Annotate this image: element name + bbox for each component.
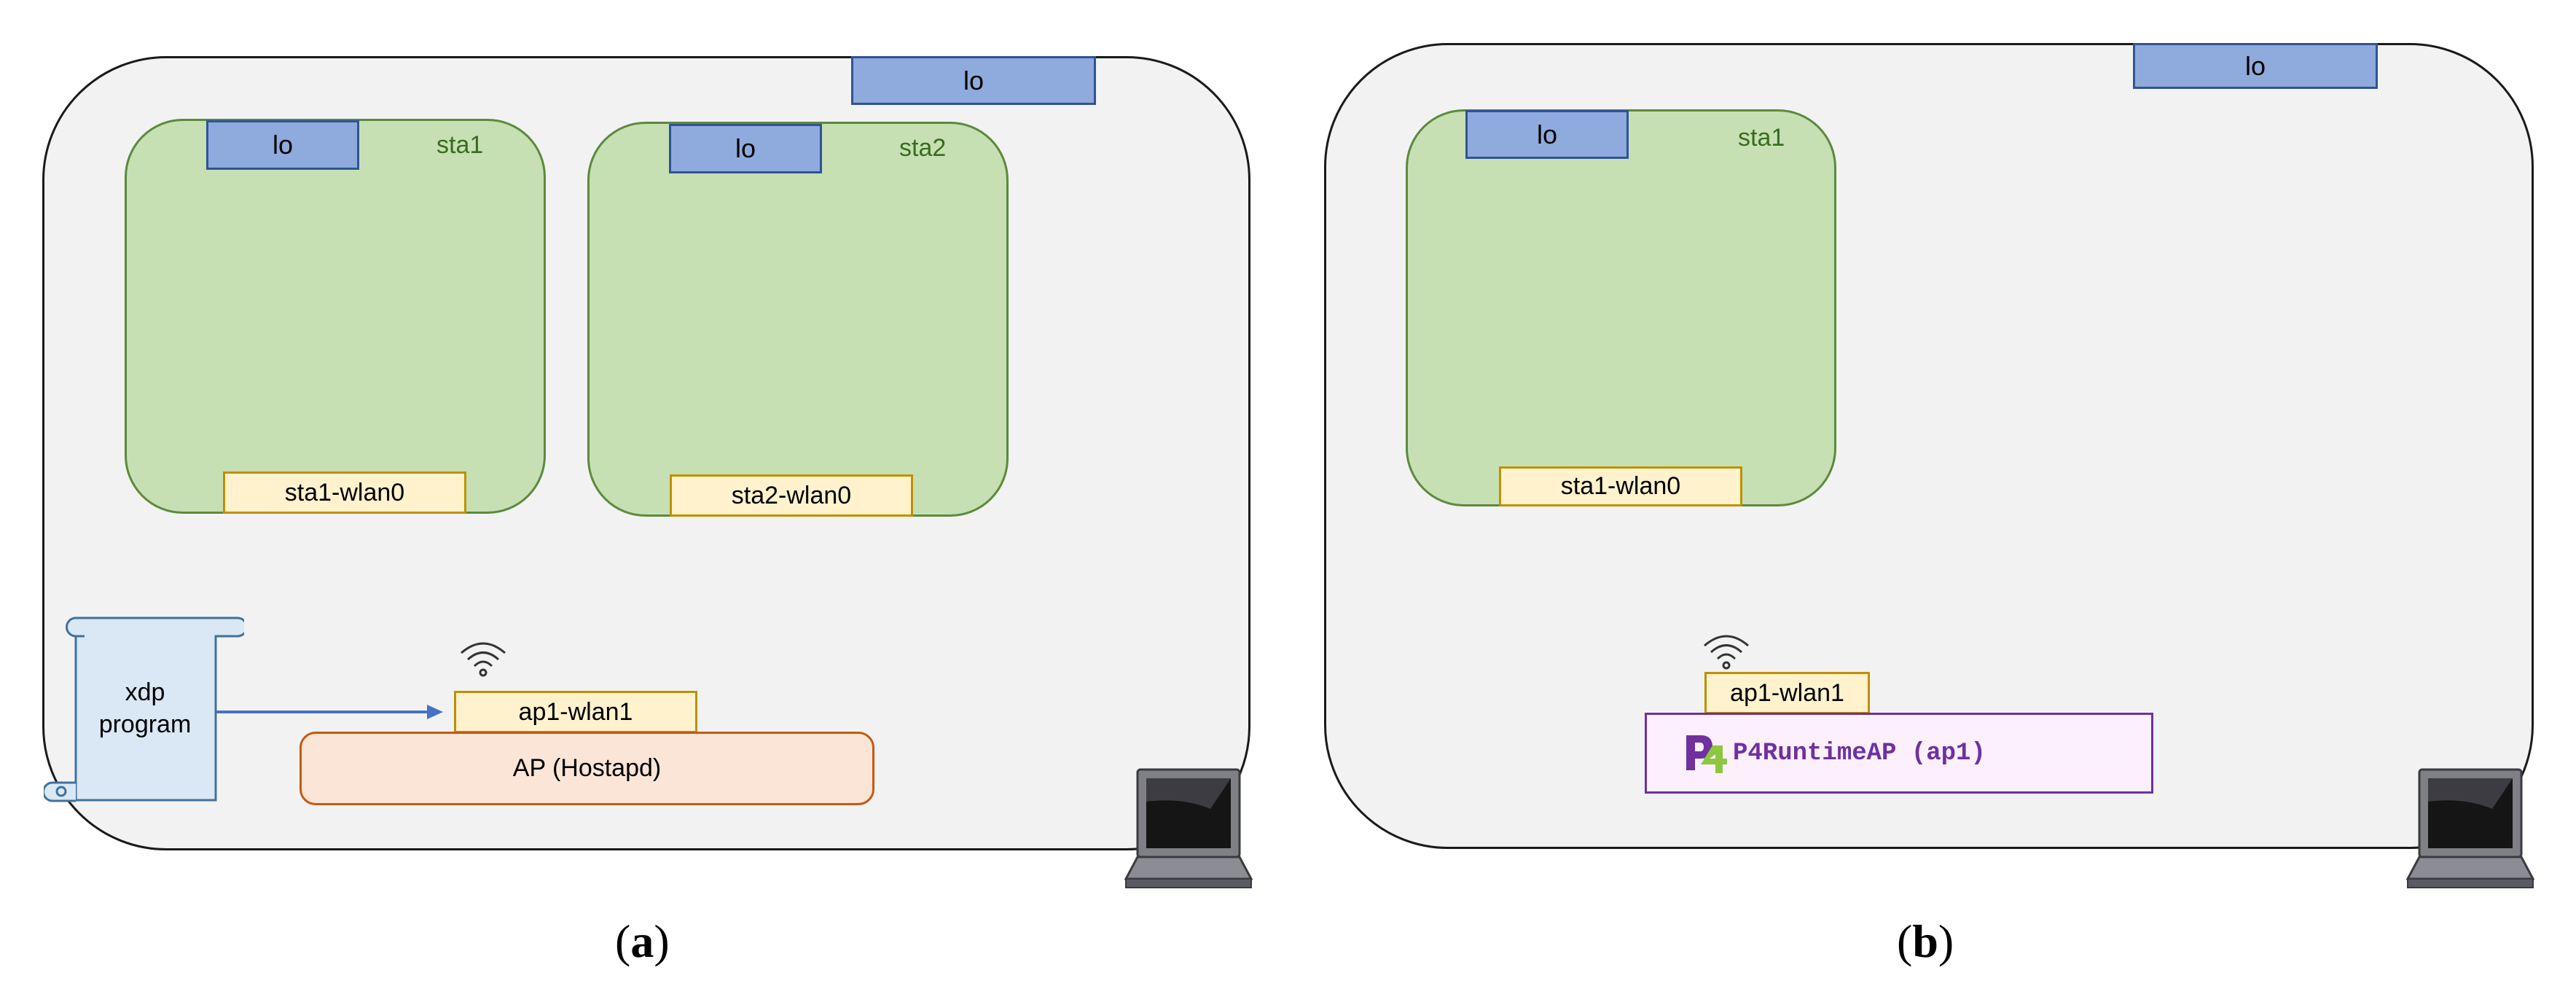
sta1-b-lo: lo — [1465, 110, 1629, 159]
sta1-a-wlan: sta1-wlan0 — [223, 471, 466, 514]
sta1-a-lo: lo — [206, 120, 359, 170]
caption-a-close: ) — [654, 915, 670, 967]
station-a-sta2 — [587, 122, 1009, 517]
sta1-b-label: sta1 — [1738, 124, 1785, 152]
caption-b-close: ) — [1938, 915, 1954, 967]
xdp-arrow — [216, 705, 443, 719]
caption-a-open: ( — [615, 915, 631, 967]
ap-hostapd: AP (Hostapd) — [300, 732, 874, 805]
sta1-b-wlan: sta1-wlan0 — [1499, 466, 1742, 506]
caption-b: (b) — [1897, 915, 1954, 968]
p4-logo — [1686, 735, 1727, 773]
caption-a-letter: a — [630, 915, 654, 967]
sta2-a-wlan: sta2-wlan0 — [670, 474, 913, 517]
scroll-icon — [44, 617, 244, 802]
caption-b-letter: b — [1912, 915, 1938, 967]
wifi-icon — [461, 642, 506, 677]
p4runtime-ap: P4RuntimeAP (ap1) — [1645, 713, 2153, 794]
laptop-icon — [1124, 768, 1253, 888]
ap-a-wlan: ap1-wlan1 — [454, 691, 697, 733]
laptop-icon — [2406, 768, 2534, 888]
station-b-sta1 — [1406, 109, 1836, 506]
xdp-line2: program — [98, 711, 192, 738]
host-a-lo: lo — [851, 56, 1096, 105]
ap-b-wlan: ap1-wlan1 — [1704, 672, 1870, 714]
sta1-a-label: sta1 — [436, 131, 484, 159]
p4runtime-ap-label: P4RuntimeAP (ap1) — [1733, 739, 1986, 767]
sta2-a-label: sta2 — [899, 134, 947, 162]
caption-a: (a) — [615, 915, 670, 968]
sta2-a-lo: lo — [669, 124, 822, 173]
xdp-program-label: xdp program — [76, 676, 214, 740]
host-b-lo: lo — [2133, 43, 2378, 89]
caption-b-open: ( — [1897, 915, 1913, 967]
xdp-line1: xdp — [125, 678, 165, 706]
wifi-icon — [1704, 635, 1749, 670]
station-a-sta1 — [125, 119, 546, 514]
